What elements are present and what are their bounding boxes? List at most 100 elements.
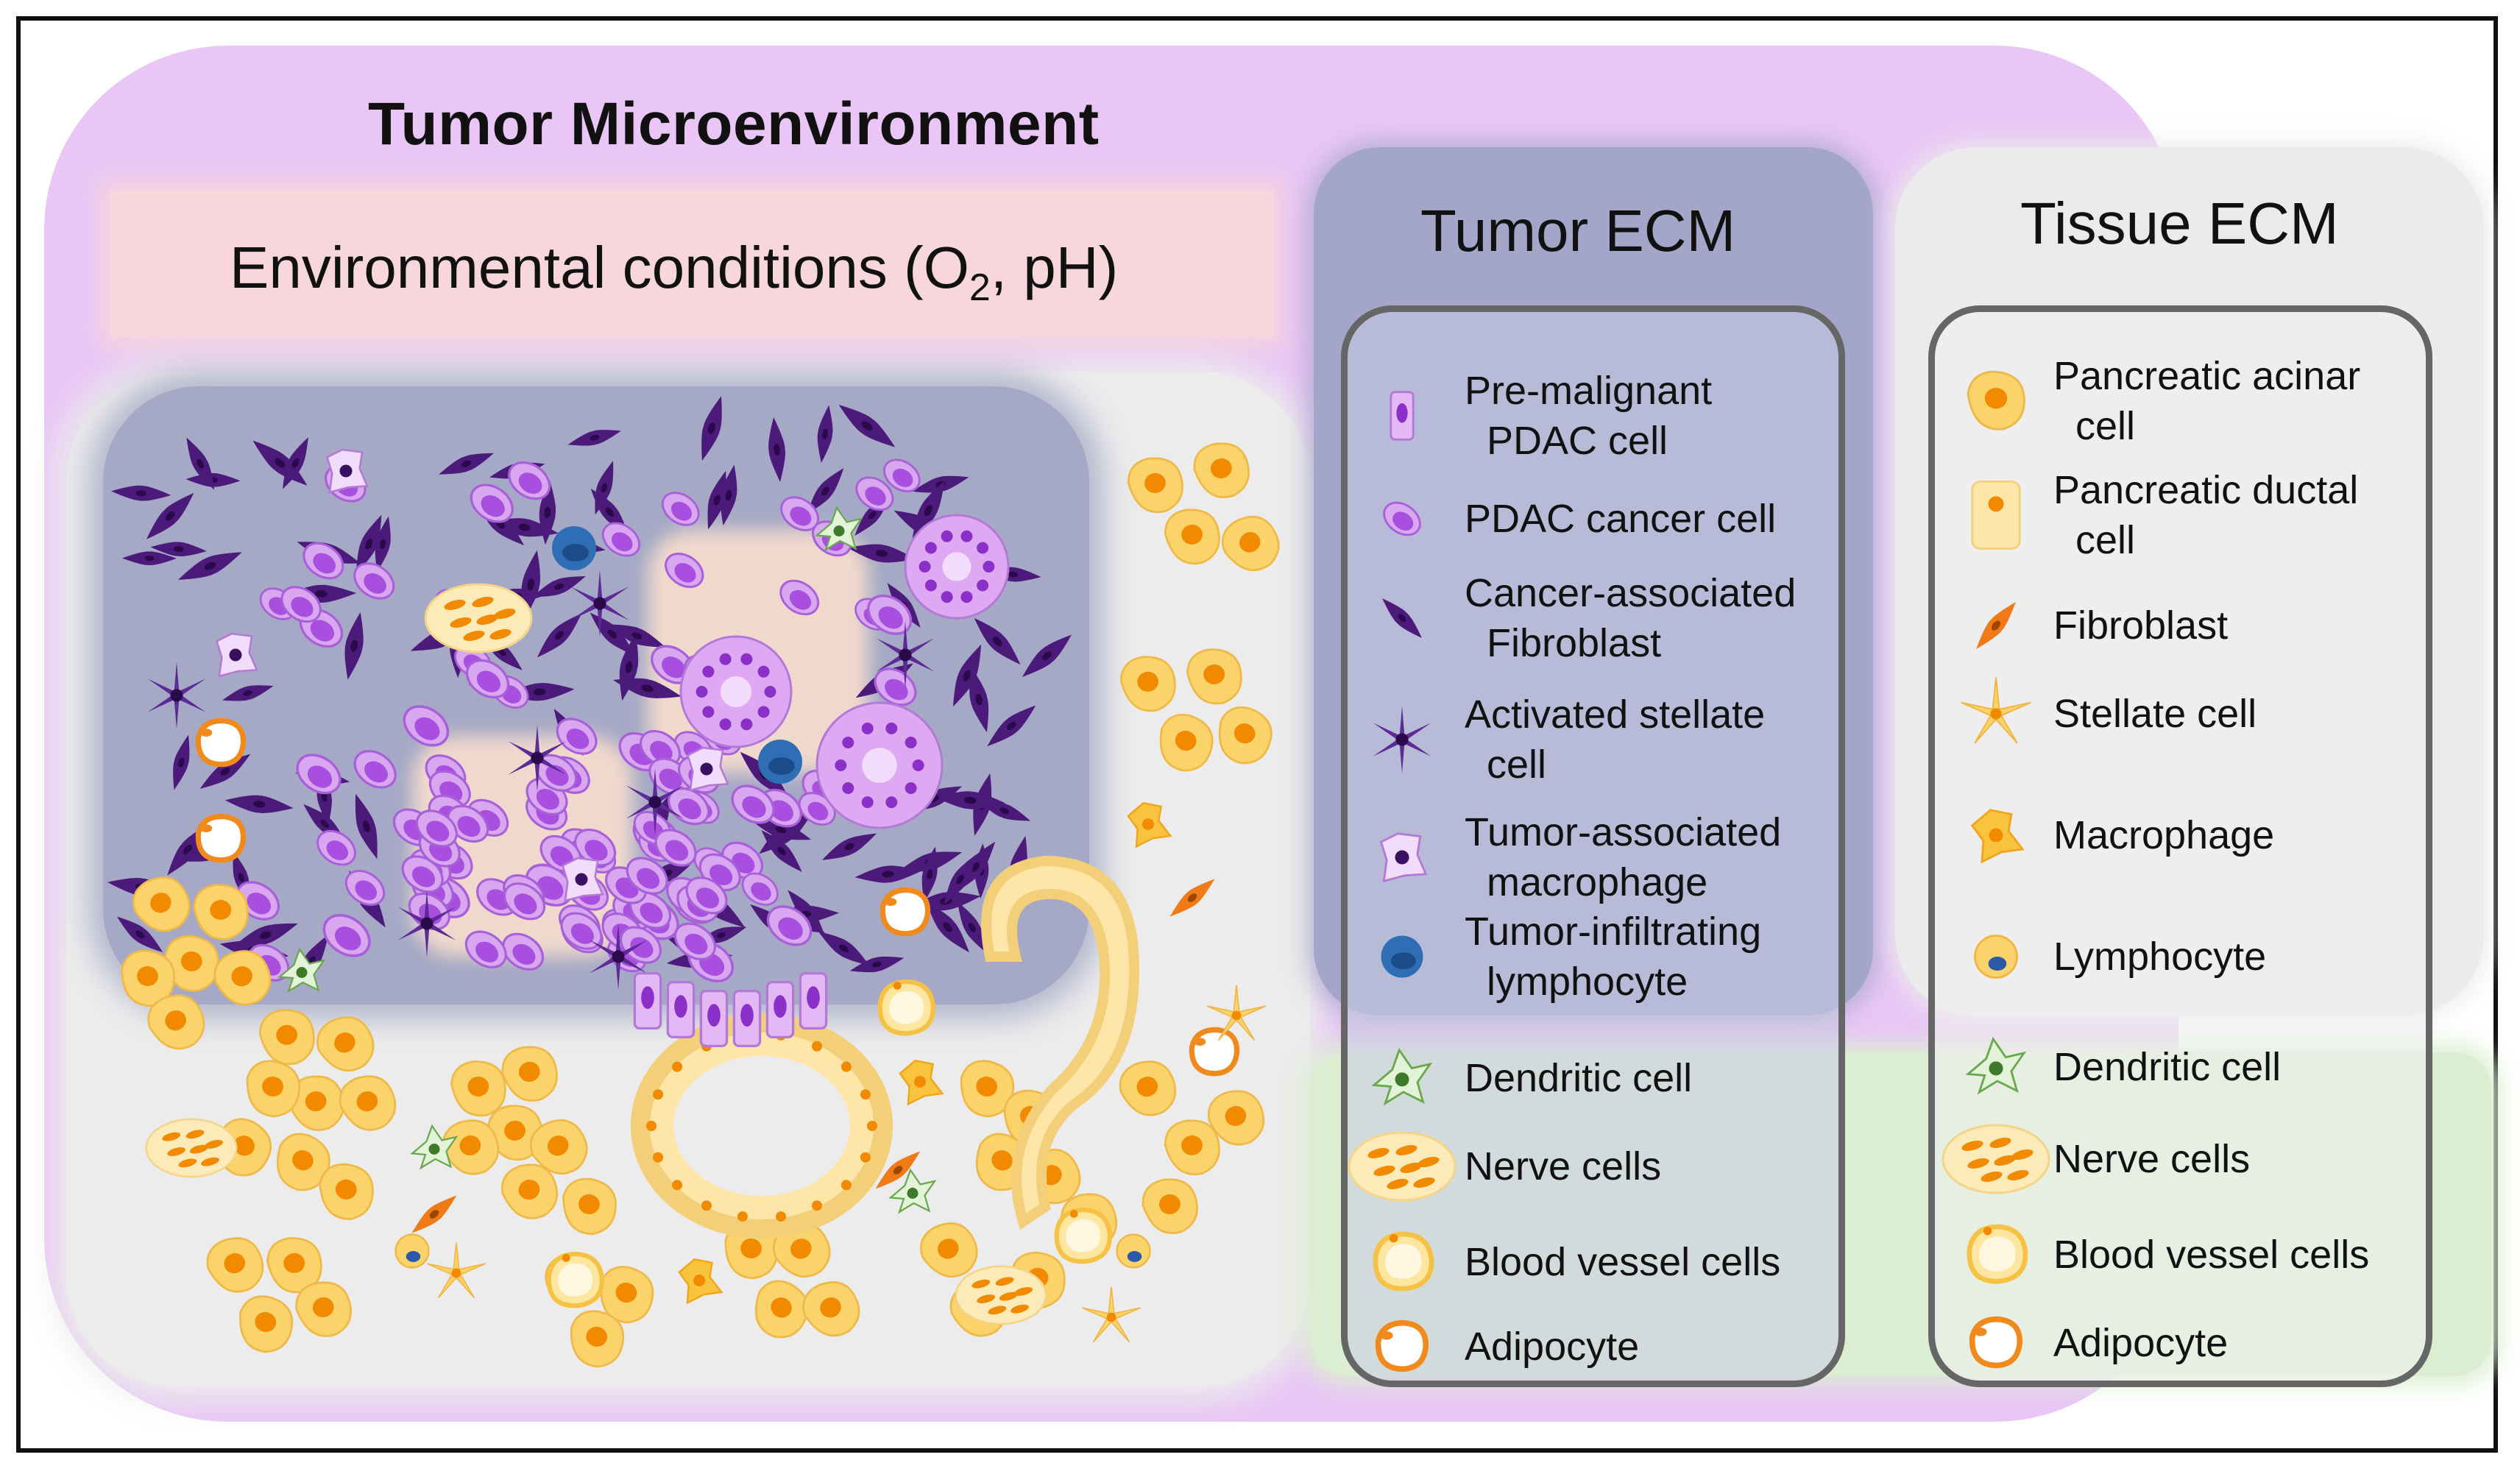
acinar-cell-icon	[1119, 1060, 1177, 1116]
cell-nucleus	[941, 530, 953, 542]
cancer-fibroblast-icon	[122, 551, 177, 566]
cell-nucleus	[740, 1004, 754, 1027]
cell-nucleus	[615, 1282, 637, 1303]
cell-nucleus	[833, 525, 845, 536]
cell-body	[1971, 480, 2021, 550]
acinar-cell-icon	[1218, 706, 1273, 765]
cancer-fibroblast-icon	[818, 931, 870, 965]
cell-nucleus	[1225, 1105, 1247, 1127]
cell-nucleus	[296, 967, 308, 978]
cell-nucleus	[630, 937, 654, 958]
legend-label-line: PDAC cancer cell	[1465, 497, 1777, 541]
cell-nucleus	[243, 690, 252, 696]
cell-nucleus	[1231, 1010, 1242, 1021]
pdac-cancer-cell-icon	[296, 754, 341, 795]
tissue-ecm-legend-label: Nerve cells	[2053, 1134, 2250, 1184]
tissue-scene	[107, 396, 1280, 1368]
pdac-cancer-cell-icon	[640, 730, 682, 768]
tumor-ecm-title: Tumor ECM	[1420, 198, 1736, 263]
cell-nucleus	[963, 670, 971, 681]
legend-label-line: Cancer-associated	[1465, 571, 1797, 615]
cell-nucleus	[1008, 571, 1018, 578]
cell-nucleus	[938, 1239, 959, 1259]
cell-nucleus	[844, 843, 854, 851]
cell-nucleus	[428, 1144, 440, 1155]
cell-nucleus	[1974, 1328, 1987, 1336]
cell-nucleus	[983, 561, 995, 573]
cell-nucleus	[631, 632, 643, 639]
cell-nucleus	[335, 1179, 357, 1200]
cell-nucleus	[975, 693, 983, 706]
pdac-cancer-cell-icon	[574, 829, 617, 867]
cell-nucleus	[611, 532, 633, 552]
acinar-cell-icon	[316, 1016, 375, 1072]
cell-nucleus	[707, 1004, 721, 1027]
cell-nucleus	[135, 930, 145, 939]
cell-nucleus	[641, 986, 654, 1009]
cancer-fibroblast-icon	[707, 470, 726, 530]
tumor-organoid	[679, 635, 793, 748]
acinar-cell-icon	[1119, 656, 1176, 712]
cell-nucleus	[840, 1180, 852, 1191]
cell-nucleus	[255, 1311, 277, 1333]
fibroblast-icon	[411, 1195, 457, 1233]
cell-nucleus	[867, 1121, 877, 1131]
legend-label-line: cell	[2075, 518, 2136, 562]
cell-nucleus	[1991, 620, 2001, 631]
cell-nucleus	[365, 539, 373, 550]
cell-nucleus	[702, 665, 715, 678]
cell-nucleus	[1392, 511, 1414, 531]
nerve-fiber	[185, 1130, 205, 1139]
acinar-cell-icon	[562, 1177, 617, 1236]
legend-label-line: Adipocyte	[2053, 1321, 2229, 1365]
cell-nucleus	[514, 893, 537, 915]
cell-nucleus	[868, 511, 877, 520]
cell-nucleus	[740, 1238, 762, 1258]
legend-label-line: Pre-malignant	[1465, 369, 1713, 413]
activated-stellate-icon	[147, 662, 206, 729]
cell-nucleus	[570, 923, 594, 944]
cell-nucleus	[882, 871, 894, 878]
acinar-cell-icon	[213, 950, 272, 1006]
cell-nucleus	[305, 1091, 327, 1112]
cell-nucleus	[700, 762, 713, 776]
cell-nucleus	[578, 1194, 600, 1214]
cell-nucleus	[865, 486, 886, 506]
cell-nucleus	[1983, 1227, 1992, 1236]
cell-nucleus	[751, 882, 771, 901]
pdac-cancer-cell-icon	[620, 926, 662, 964]
cell-nucleus	[170, 689, 183, 702]
nerve-fiber	[1387, 1179, 1409, 1189]
cell-nucleus	[737, 1211, 748, 1222]
blood-vessel-icon	[546, 1251, 604, 1308]
dendritic-cell-icon	[1371, 1047, 1433, 1106]
cancer-fibroblast-icon	[222, 685, 274, 701]
cell-nucleus	[907, 1188, 919, 1199]
pre-malignant-cell-icon	[799, 971, 828, 1030]
cell-nucleus	[518, 472, 542, 495]
cancer-fibroblast-icon	[720, 464, 737, 526]
cell-nucleus	[321, 792, 328, 802]
cell-nucleus	[757, 665, 770, 678]
nerve-fiber	[988, 1305, 1007, 1315]
cell-nucleus	[607, 629, 617, 639]
cell-nucleus	[334, 1032, 355, 1053]
macrophage-icon	[1970, 809, 2025, 864]
pdac-cancer-cell-icon	[1383, 501, 1421, 536]
cancer-fibroblast-icon	[944, 854, 977, 904]
acinar-cell-icon	[266, 1237, 322, 1294]
pdac-cancer-cell-icon	[447, 804, 489, 843]
cell-nucleus	[229, 648, 242, 662]
nerve-fiber	[1367, 1148, 1390, 1158]
cancer-fibroblast-icon	[178, 552, 242, 580]
acinar-cell-icon	[960, 1060, 1015, 1118]
nerve-fiber	[1400, 1163, 1422, 1173]
acinar-cell-icon	[486, 1105, 543, 1161]
cell-nucleus	[659, 768, 682, 790]
acinar-cell-icon	[754, 1280, 810, 1339]
acinar-cell-icon	[319, 1163, 374, 1220]
pdac-cancer-cell-icon	[508, 461, 551, 500]
